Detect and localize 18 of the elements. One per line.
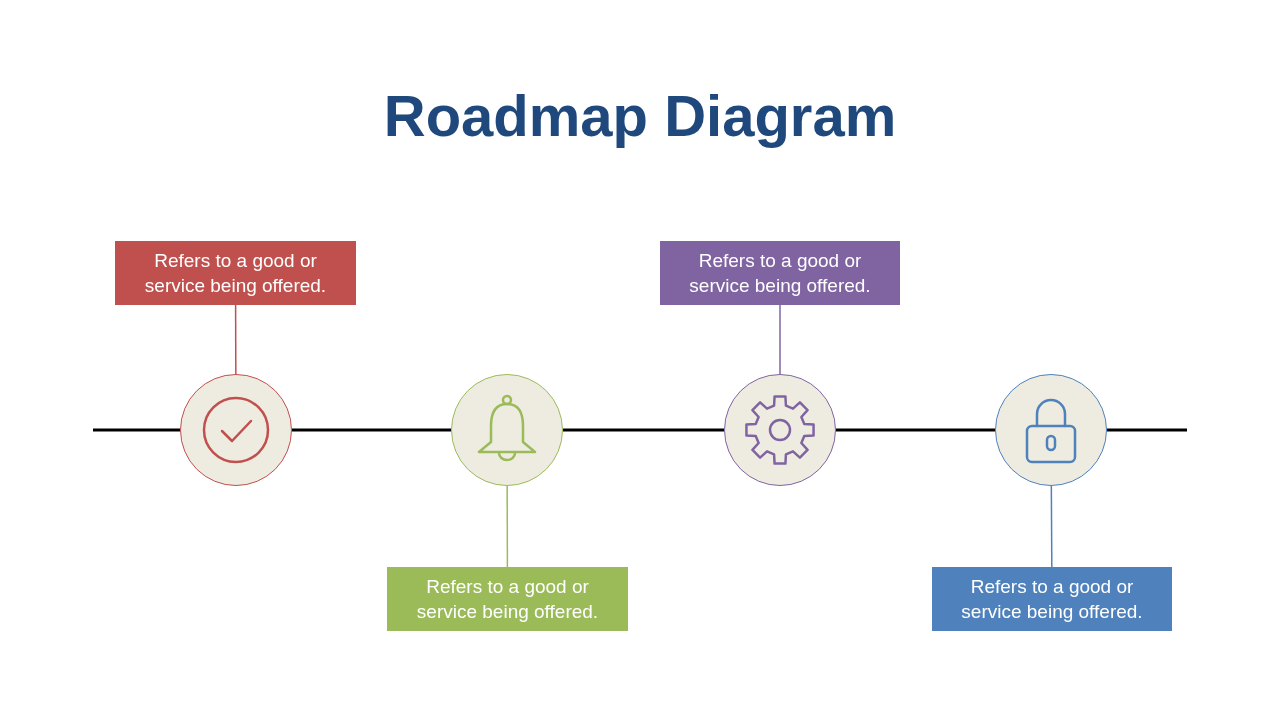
connector-line — [836, 428, 995, 432]
text-box — [932, 567, 1172, 631]
connector-line — [563, 428, 724, 432]
text-box — [660, 241, 900, 305]
timeline-line — [93, 428, 180, 432]
box-text: Refers to a good or service being offered. — [143, 249, 328, 298]
timeline-line — [1107, 428, 1187, 432]
connector-line — [506, 485, 509, 568]
connector-line — [234, 304, 237, 375]
box-text: Refers to a good or service being offered. — [415, 575, 600, 624]
connector-line — [292, 428, 451, 432]
text-box — [387, 567, 628, 631]
title: Roadmap Diagram — [382, 82, 898, 149]
connector-line — [779, 304, 781, 375]
box-text: Refers to a good or service being offered. — [960, 575, 1144, 624]
text-box — [115, 241, 356, 305]
connector-line — [1050, 485, 1053, 568]
box-text: Refers to a good or service being offered. — [688, 249, 872, 298]
